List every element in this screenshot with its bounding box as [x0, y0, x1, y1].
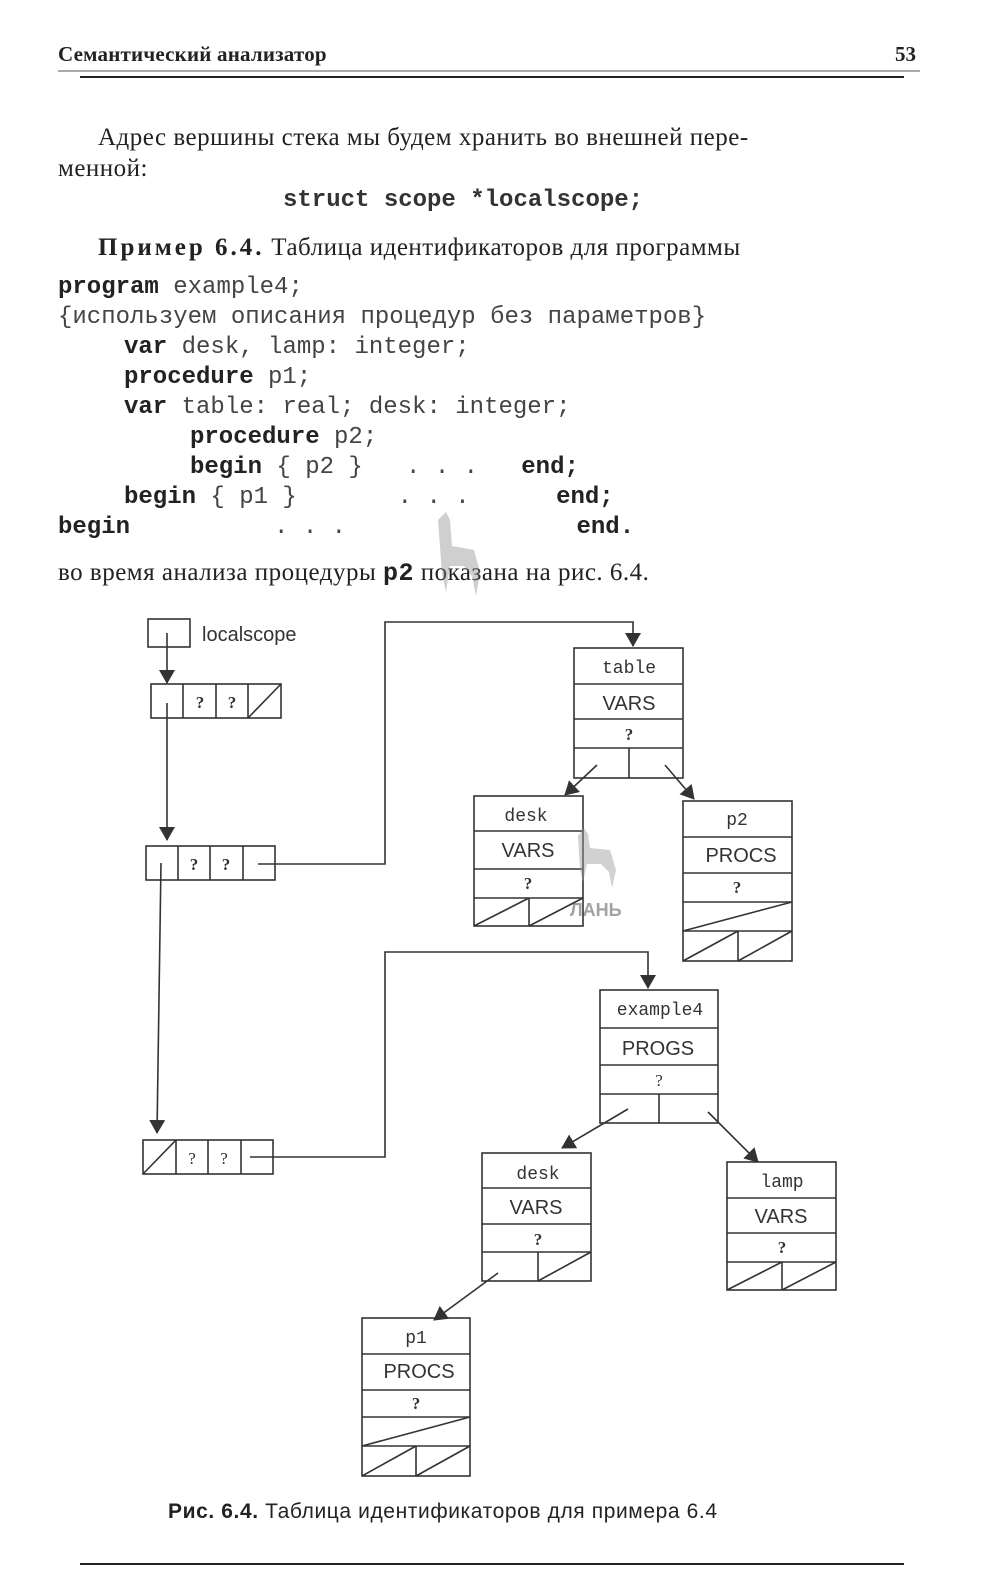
- page-number: 53: [895, 42, 916, 66]
- node-table: [573, 647, 684, 779]
- node-info: ?: [625, 725, 634, 744]
- code-line: procedure p1;: [124, 364, 312, 391]
- node-name: p1: [405, 1329, 427, 1349]
- node-name: example4: [617, 1001, 703, 1021]
- scope-cell: ?: [196, 693, 205, 712]
- example-heading: Пример 6.4. Таблица идентификаторов для …: [98, 234, 741, 262]
- scope-cell: ?: [190, 855, 199, 874]
- header-rule: [58, 70, 920, 72]
- node-kind: PROCS: [383, 1361, 454, 1383]
- edge-example4-desk: [561, 1108, 629, 1149]
- edge-table-desk: [564, 764, 598, 796]
- node-kind: VARS: [603, 693, 656, 715]
- node-info: ?: [412, 1394, 421, 1413]
- header-rule-dark: [80, 76, 904, 78]
- edge-table-p2: [664, 764, 695, 800]
- scope-cell: ?: [222, 855, 231, 874]
- code-line: begin . . . end.: [58, 514, 635, 541]
- code-line: var desk, lamp: integer;: [124, 334, 470, 361]
- code-line: begin { p2 } . . . end;: [190, 454, 579, 481]
- edge-example4-lamp: [707, 1111, 759, 1163]
- scope-2-tree-pointer: [258, 621, 641, 865]
- node-example4: [599, 989, 719, 1124]
- publisher-watermark: ЛАНЬ ЛАНЬ: [570, 828, 622, 920]
- node-desk-outer: [481, 1152, 592, 1282]
- node-p1: [361, 1317, 471, 1477]
- node-desk-inner: [473, 795, 584, 927]
- node-info: ?: [733, 878, 742, 897]
- node-kind: VARS: [510, 1197, 563, 1219]
- identifier-table-diagram: localscope ? ? ? ? ? ? table desk p2 exa…: [142, 618, 837, 1477]
- scope-declaration: struct scope *localscope;: [283, 187, 644, 214]
- node-kind: VARS: [502, 840, 555, 862]
- edge-desk-p1: [433, 1272, 499, 1321]
- watermark-text: ЛАНЬ: [570, 900, 622, 920]
- code-line: program example4;: [58, 274, 303, 301]
- node-kind: PROGS: [622, 1038, 694, 1060]
- node-name: desk: [516, 1165, 559, 1185]
- figure-caption: Рис. 6.4. Таблица идентификаторов для пр…: [168, 1500, 718, 1524]
- intro-line-1: Адрес вершины стека мы будем хранить во …: [98, 124, 749, 151]
- scope-cell: ?: [188, 1149, 196, 1168]
- node-name: lamp: [760, 1173, 803, 1193]
- footer-rule: [80, 1563, 904, 1565]
- scope-cell: ?: [228, 693, 237, 712]
- node-name: p2: [726, 811, 748, 831]
- example-text: Таблица идентификаторов для программы: [264, 234, 741, 261]
- code-line: var table: real; desk: integer;: [124, 394, 571, 421]
- deer-logo-icon: [428, 510, 488, 605]
- node-info: ?: [778, 1238, 787, 1257]
- code-line: procedure p2;: [190, 424, 378, 451]
- intro-line-2: менной:: [58, 155, 148, 182]
- caption-label: Рис. 6.4.: [168, 1500, 259, 1523]
- node-info: ?: [655, 1071, 663, 1090]
- scope-record-2: [145, 845, 276, 881]
- localscope-pointer-box: [147, 618, 191, 648]
- localscope-label: localscope: [202, 624, 297, 646]
- node-name: table: [602, 659, 656, 679]
- scope-3-tree-pointer: [250, 951, 656, 1158]
- scope-cell: ?: [220, 1149, 228, 1168]
- node-p2: [682, 800, 793, 962]
- scope-record-1: [150, 683, 282, 719]
- node-name: desk: [504, 807, 547, 827]
- figure-reference-text: во время анализа процедуры p2 показана н…: [58, 559, 650, 588]
- example-label: Пример 6.4.: [98, 234, 265, 261]
- code-line: begin { p1 } . . . end;: [124, 484, 614, 511]
- running-header-title: Семантический анализатор: [58, 42, 327, 66]
- deer-logo-icon: [578, 828, 616, 888]
- node-kind: PROCS: [705, 845, 776, 867]
- code-line: {используем описания процедур без параме…: [58, 304, 707, 331]
- node-lamp: [726, 1161, 837, 1291]
- node-info: ?: [534, 1230, 543, 1249]
- node-kind: VARS: [755, 1206, 808, 1228]
- node-info: ?: [524, 874, 533, 893]
- caption-text: Таблица идентификаторов для примера 6.4: [258, 1500, 718, 1523]
- scope-link-2-3: [149, 862, 166, 1134]
